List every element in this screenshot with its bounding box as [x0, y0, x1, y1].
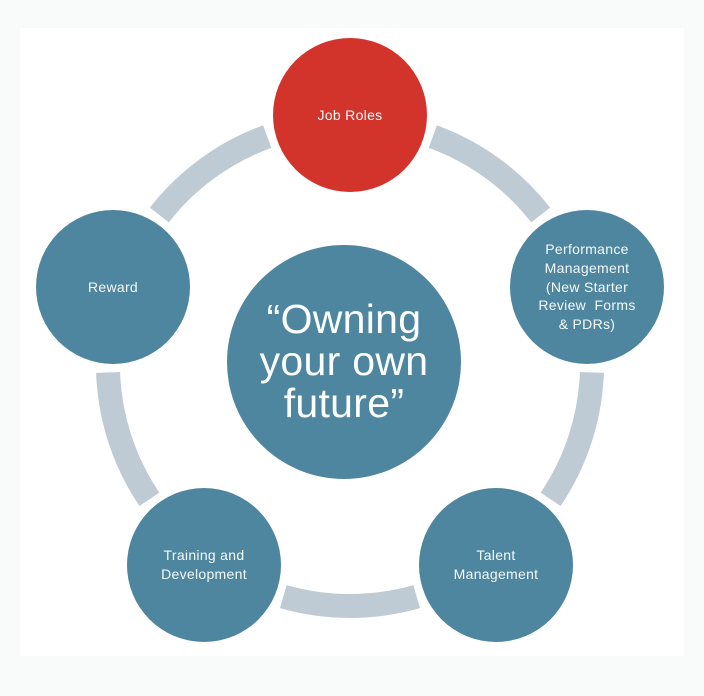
ring-arc-right-to-bottomright	[540, 371, 604, 507]
node-performance-management-label: Performance Management (New Starter Revi…	[538, 240, 636, 333]
node-reward-label: Reward	[87, 278, 139, 295]
node-training-and-development: Training and Development	[127, 488, 281, 642]
ring-arc-bottomright-to-bottomleft	[279, 585, 421, 618]
node-job-roles: Job Roles	[273, 38, 427, 192]
ring-arc-left-to-top	[149, 125, 272, 223]
center-circle: “Owning your own future”	[227, 245, 461, 479]
node-training-and-development-label: Training and Development	[161, 547, 247, 582]
node-performance-management: Performance Management (New Starter Revi…	[510, 210, 664, 364]
ring-arc-bottomleft-to-left	[96, 371, 160, 507]
center-circle-label: “Owning your own future”	[259, 296, 429, 426]
node-talent-management: Talent Management	[419, 488, 573, 642]
node-reward: Reward	[36, 210, 190, 364]
node-job-roles-label: Job Roles	[317, 106, 383, 123]
node-talent-management-label: Talent Management	[453, 547, 539, 582]
ring-arc-top-to-right	[428, 125, 551, 223]
